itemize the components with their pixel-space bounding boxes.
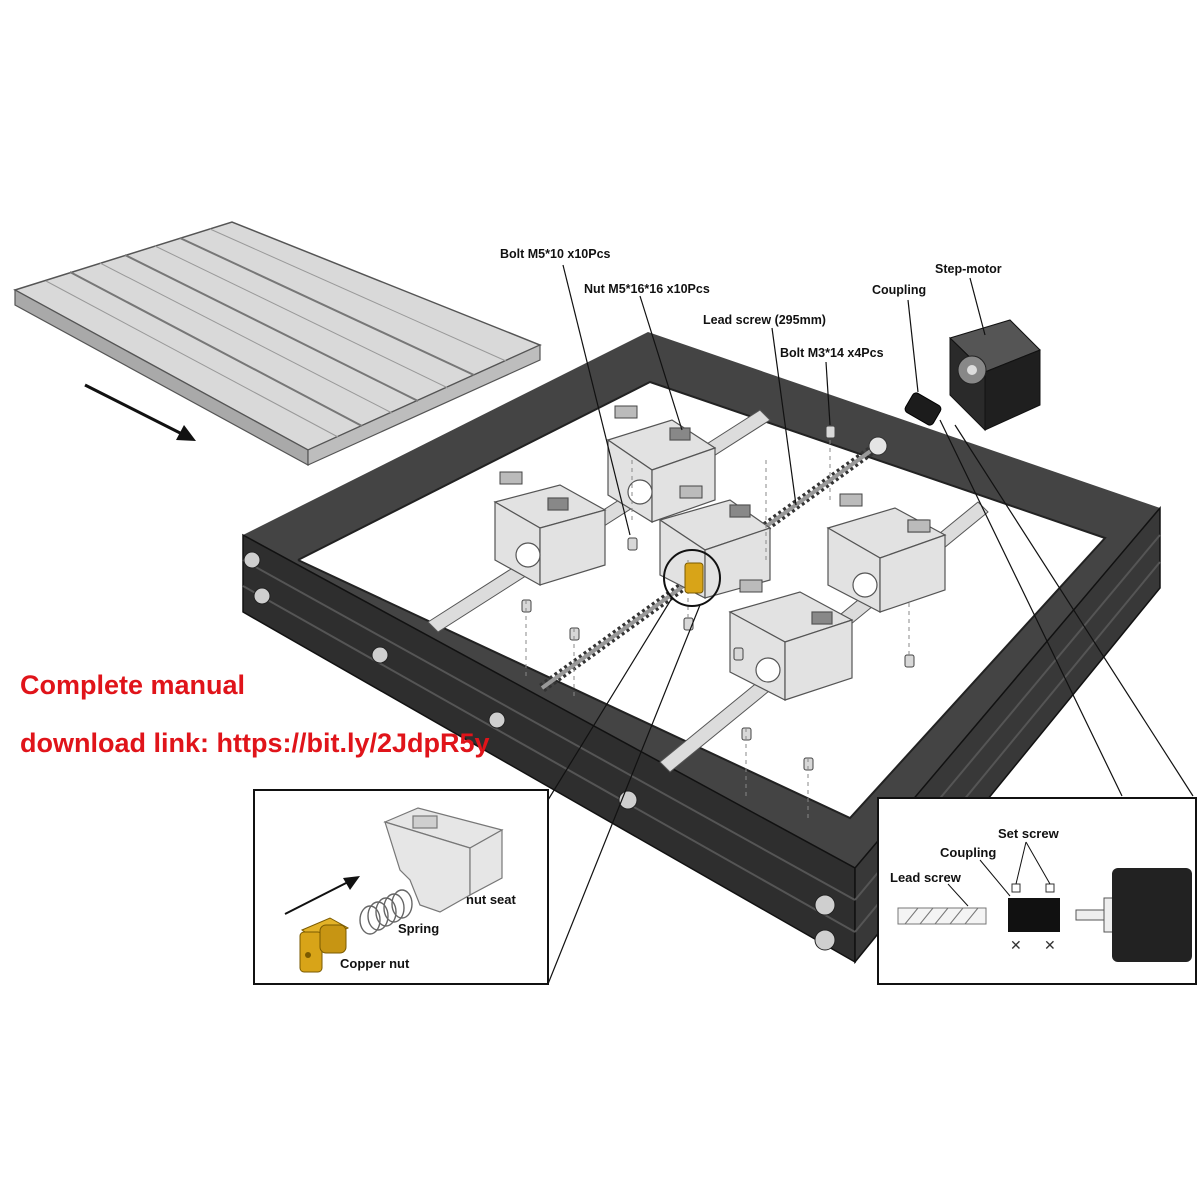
svg-text:✕: ✕ bbox=[1010, 938, 1022, 954]
inset-label-spring: Spring bbox=[398, 921, 439, 936]
manual-text-line-1: Complete manual bbox=[20, 670, 246, 700]
callout-step-motor: Step-motor bbox=[935, 262, 1002, 276]
callout-nut-m5: Nut M5*16*16 x10Pcs bbox=[584, 282, 710, 296]
inset-spring bbox=[359, 889, 413, 935]
slide-direction-arrow bbox=[84, 383, 196, 441]
aluminum-profile-plate bbox=[13, 221, 542, 467]
manual-text-line-2[interactable]: download link: https://bit.ly/2JdpR5y bbox=[20, 728, 490, 758]
inset-label-coupling: Coupling bbox=[940, 845, 996, 860]
support-block-4 bbox=[728, 591, 854, 701]
nut-inset: nut seat Spring Copper nut bbox=[253, 789, 549, 985]
coupling-inset: ✕ ✕ Set screw Coupling Lead screw bbox=[877, 797, 1197, 985]
copper-nut-highlight bbox=[663, 549, 721, 607]
inset-nut-seat bbox=[383, 807, 504, 913]
assembly-guide-lines bbox=[525, 440, 910, 820]
callout-texts: Bolt M5*10 x10Pcs Nut M5*16*16 x10Pcs Le… bbox=[500, 247, 1002, 360]
support-block-2 bbox=[606, 419, 717, 524]
inset-copper-nut bbox=[299, 917, 350, 973]
inset-label-set-screw: Set screw bbox=[998, 826, 1060, 841]
inset-lead-screw bbox=[897, 907, 987, 925]
inset-label-lead-screw: Lead screw bbox=[890, 870, 962, 885]
inset-label-copper-nut: Copper nut bbox=[340, 956, 410, 971]
callout-lead-screw: Lead screw (295mm) bbox=[703, 313, 826, 327]
t-nuts bbox=[499, 405, 931, 593]
frame bbox=[242, 332, 1161, 965]
inset-motor bbox=[1112, 868, 1192, 962]
callout-bolt-m3: Bolt M3*14 x4Pcs bbox=[780, 346, 884, 360]
callout-leaders bbox=[547, 264, 1194, 985]
support-block-1 bbox=[493, 484, 607, 587]
inset-label-nut-seat: nut seat bbox=[466, 892, 517, 907]
callout-bolt-m5: Bolt M5*10 x10Pcs bbox=[500, 247, 611, 261]
step-motor bbox=[949, 319, 1041, 432]
callout-coupling: Coupling bbox=[872, 283, 926, 297]
inset-coupling bbox=[1008, 898, 1060, 932]
coupling bbox=[904, 392, 942, 426]
svg-text:✕: ✕ bbox=[1044, 938, 1056, 954]
